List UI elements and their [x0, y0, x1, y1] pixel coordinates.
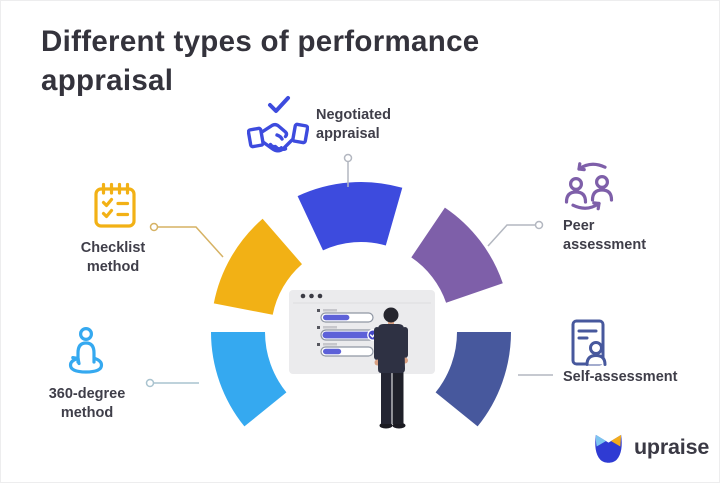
appraisal-board-illustration: [289, 290, 435, 429]
document-person-icon: [571, 319, 607, 366]
label-self-assessment: Self-assessment: [563, 369, 678, 385]
label-checklist-method: Checklist method: [80, 240, 146, 275]
progress-row: [317, 309, 374, 323]
connector-checklist: [149, 222, 224, 258]
segment-arc-self: [435, 332, 511, 427]
label-peer-assessment: Peer assessment: [563, 218, 647, 253]
connector-negotiated: [343, 153, 353, 187]
connector-peer: [487, 220, 544, 247]
window-dots-icon: [300, 293, 323, 299]
label-negotiated-appraisal: Negotiated appraisal: [316, 107, 391, 142]
person-360-rotation-icon: [68, 326, 104, 374]
label-360-degree-method: 360-degree method: [48, 386, 126, 421]
page-title: Different types of performance appraisal: [41, 25, 480, 97]
upraise-logo: upraise: [592, 430, 709, 465]
segment-arc-checklist: [213, 218, 302, 315]
handshake-check-icon: [247, 96, 309, 153]
people-exchange-icon: [564, 162, 614, 211]
upraise-logo-icon: [595, 434, 622, 463]
upraise-logo-text: upraise: [634, 435, 710, 459]
progress-row: [317, 343, 374, 357]
segment-arc-peer: [411, 207, 503, 303]
clipboard-checklist-icon: [94, 182, 136, 228]
person-figure: [374, 307, 408, 429]
connector-360: [145, 378, 199, 388]
segment-arc-negotiated: [297, 182, 403, 251]
segment-arc-360: [211, 332, 287, 427]
